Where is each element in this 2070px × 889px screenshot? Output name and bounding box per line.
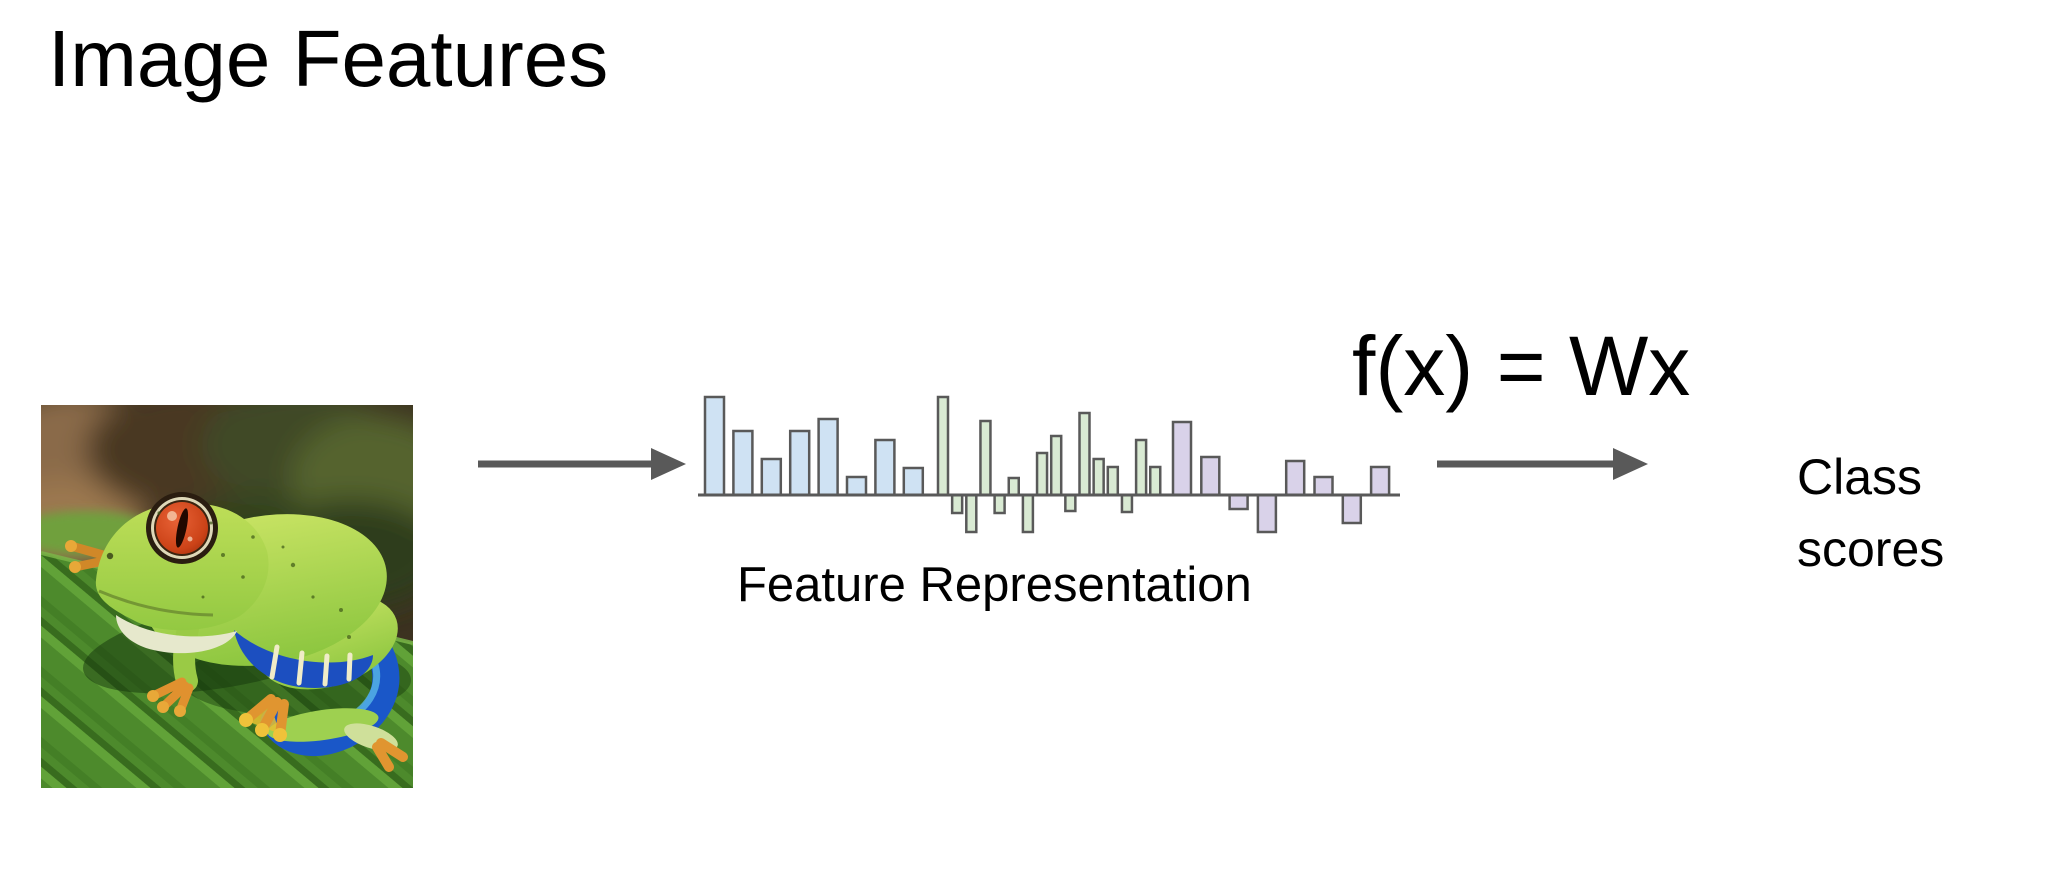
feature-bar: [979, 419, 992, 497]
feature-bar: [936, 395, 950, 497]
feature-bar: [1228, 493, 1249, 511]
feature-bar: [874, 438, 896, 497]
feature-bar: [1120, 493, 1134, 514]
slide-title: Image Features: [48, 14, 609, 103]
feature-representation-label: Feature Representation: [737, 558, 1252, 612]
feature-bar: [1035, 451, 1049, 497]
feature-bar: [1369, 465, 1391, 497]
feature-bar: [965, 493, 978, 534]
feature-bar: [1284, 459, 1306, 497]
formula-label: f(x) = Wx: [1352, 319, 1691, 413]
feature-bar: [788, 429, 811, 497]
feature-bar: [1341, 493, 1363, 525]
feature-bar: [1256, 493, 1278, 534]
feature-bar: [1092, 457, 1105, 497]
feature-bar: [950, 493, 964, 515]
feature-bar: [1149, 465, 1162, 497]
feature-bar: [993, 493, 1006, 515]
feature-representation-chart: [698, 395, 1400, 534]
frog-eye: [146, 492, 218, 564]
feature-bar: [1171, 420, 1193, 497]
feature-bar: [1064, 493, 1077, 513]
feature-bar: [703, 395, 726, 497]
right-arrow-icon: [651, 448, 686, 480]
features-to-scores-arrow: [1437, 448, 1648, 480]
feature-bar: [732, 429, 754, 497]
feature-bar: [1078, 411, 1091, 497]
feature-bar: [1313, 475, 1334, 497]
feature-bar: [1021, 493, 1035, 534]
feature-bar: [817, 417, 839, 497]
feature-bar: [902, 466, 925, 497]
class-scores-label: Class scores: [1797, 449, 1945, 577]
feature-bar: [1007, 476, 1020, 497]
input-to-features-arrow: [478, 448, 686, 480]
frog: [65, 492, 411, 772]
feature-bar: [1049, 434, 1063, 497]
feature-bar: [760, 457, 783, 497]
feature-bar: [1134, 438, 1148, 497]
feature-bar: [1200, 455, 1221, 497]
feature-bar: [845, 475, 868, 497]
right-arrow-icon: [1613, 448, 1648, 480]
feature-bar: [1106, 465, 1120, 497]
input-image-frog: [41, 405, 413, 788]
